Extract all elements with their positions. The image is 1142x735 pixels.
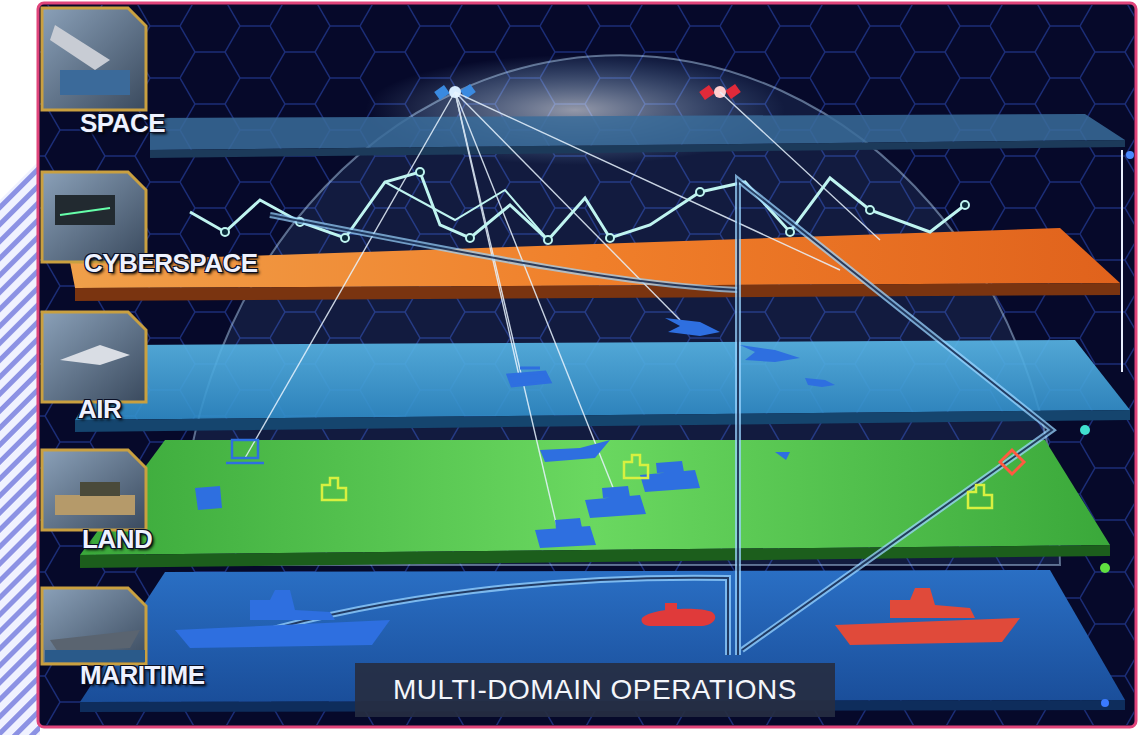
domain-thumbnails: [42, 8, 146, 664]
domain-name: AIR: [78, 394, 121, 424]
caption-bar: MULTI-DOMAIN OPERATIONS: [355, 663, 835, 717]
side-stripes: [0, 160, 40, 735]
domain-label: AIR: [74, 392, 128, 426]
air-plate-edge: [75, 410, 1130, 432]
domain-name: LAND: [82, 524, 152, 554]
air-plate: [75, 340, 1130, 420]
aircraft: [508, 318, 835, 462]
side-marker: [1121, 150, 1123, 372]
hex-background: [40, 5, 1134, 725]
domain-label: MARITIME: [76, 658, 211, 692]
indicator-dot: [1126, 151, 1134, 159]
cyberspace-plate: [70, 228, 1120, 288]
laptop-icon: [226, 440, 264, 463]
cyberspace-plate-edge: [75, 283, 1120, 301]
friendly-ship: [175, 590, 390, 648]
land-plate-edge: [80, 545, 1110, 568]
indicator-dot: [1101, 699, 1109, 707]
caption: MULTI-DOMAIN OPERATIONS: [393, 663, 797, 717]
operational-arrows: [235, 180, 1052, 655]
cyber-network: [190, 168, 969, 244]
frame: [38, 3, 1136, 727]
space-plate-edge: [150, 140, 1125, 158]
indicator-dot: [1080, 425, 1090, 435]
hostile-submarine: [641, 603, 715, 626]
domain-name: MARITIME: [80, 660, 205, 690]
domain-label: SPACE: [76, 106, 172, 140]
domain-label: CYBERSPACE: [80, 246, 264, 280]
hostile-ship: [835, 588, 1020, 645]
hostile-target: [1000, 450, 1024, 474]
domain-name: CYBERSPACE: [84, 248, 258, 278]
indicator-dot: [1100, 563, 1110, 573]
satellite-links: [245, 92, 880, 540]
building-icons: [322, 455, 992, 508]
domain-label: LAND: [78, 522, 159, 556]
domain-name: SPACE: [80, 108, 165, 138]
